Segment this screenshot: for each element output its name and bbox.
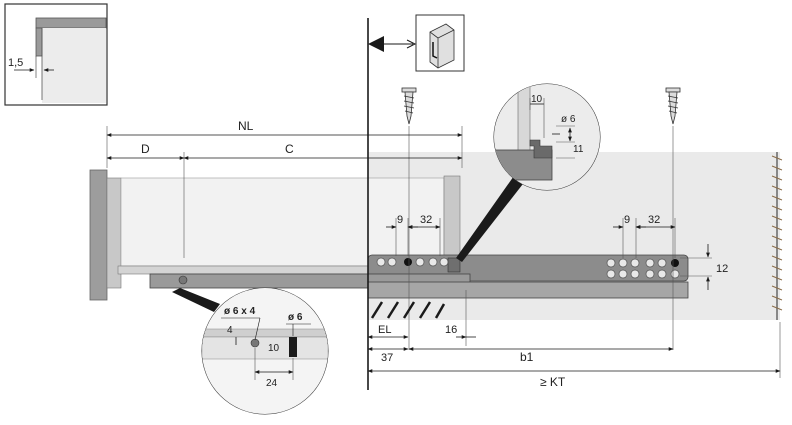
label-lower-d6: ø 6 bbox=[288, 312, 303, 323]
label-upper-11: 11 bbox=[573, 144, 584, 155]
screw-icon bbox=[401, 87, 417, 125]
zoom-lower-connector bbox=[172, 288, 220, 312]
label-el: EL bbox=[378, 324, 391, 336]
rear-hatching bbox=[771, 155, 783, 311]
drawer-front bbox=[89, 169, 108, 301]
screw-icon bbox=[665, 87, 681, 125]
inset-front-overlap: 1,5 bbox=[4, 3, 108, 106]
label-c: C bbox=[285, 142, 294, 156]
drawer-box bbox=[120, 177, 445, 267]
cabinet-icon bbox=[415, 14, 465, 72]
label-16: 16 bbox=[445, 324, 457, 336]
locking-device bbox=[178, 275, 188, 285]
zoom-upper-connector bbox=[456, 173, 526, 262]
reference-triangle bbox=[368, 36, 384, 52]
label-nl: NL bbox=[238, 119, 254, 133]
label-1-5: 1,5 bbox=[8, 57, 23, 69]
drawer-back bbox=[443, 175, 461, 269]
label-lower-24: 24 bbox=[266, 378, 278, 389]
hole-group-rear bbox=[606, 258, 680, 279]
runner-rail-bottom bbox=[367, 281, 689, 299]
label-lower-10: 10 bbox=[268, 343, 280, 354]
label-lower-d6x4: ø 6 x 4 bbox=[224, 306, 256, 317]
label-12: 12 bbox=[716, 263, 728, 275]
hole-group-front bbox=[376, 257, 449, 267]
runner-clip bbox=[447, 257, 461, 273]
label-37: 37 bbox=[381, 352, 393, 364]
zoom-detail-lower: ø 6 x 4 ø 6 4 10 24 bbox=[201, 287, 329, 415]
label-lower-4: 4 bbox=[227, 325, 233, 336]
label-upper-10: 10 bbox=[531, 94, 543, 105]
hole-rear-active bbox=[671, 259, 679, 267]
label-9-rear: 9 bbox=[624, 214, 630, 226]
floor-hatching bbox=[370, 301, 446, 319]
label-32-rear: 32 bbox=[648, 214, 660, 226]
zoom-detail-upper: 10 ø 6 11 bbox=[493, 83, 601, 191]
hole-front-active bbox=[404, 258, 412, 266]
label-kt: ≥ KT bbox=[540, 375, 566, 389]
label-d: D bbox=[141, 142, 150, 156]
label-9-front: 9 bbox=[397, 214, 403, 226]
label-upper-d6: ø 6 bbox=[561, 114, 576, 125]
label-b1: b1 bbox=[520, 350, 534, 364]
label-32-front: 32 bbox=[420, 214, 432, 226]
